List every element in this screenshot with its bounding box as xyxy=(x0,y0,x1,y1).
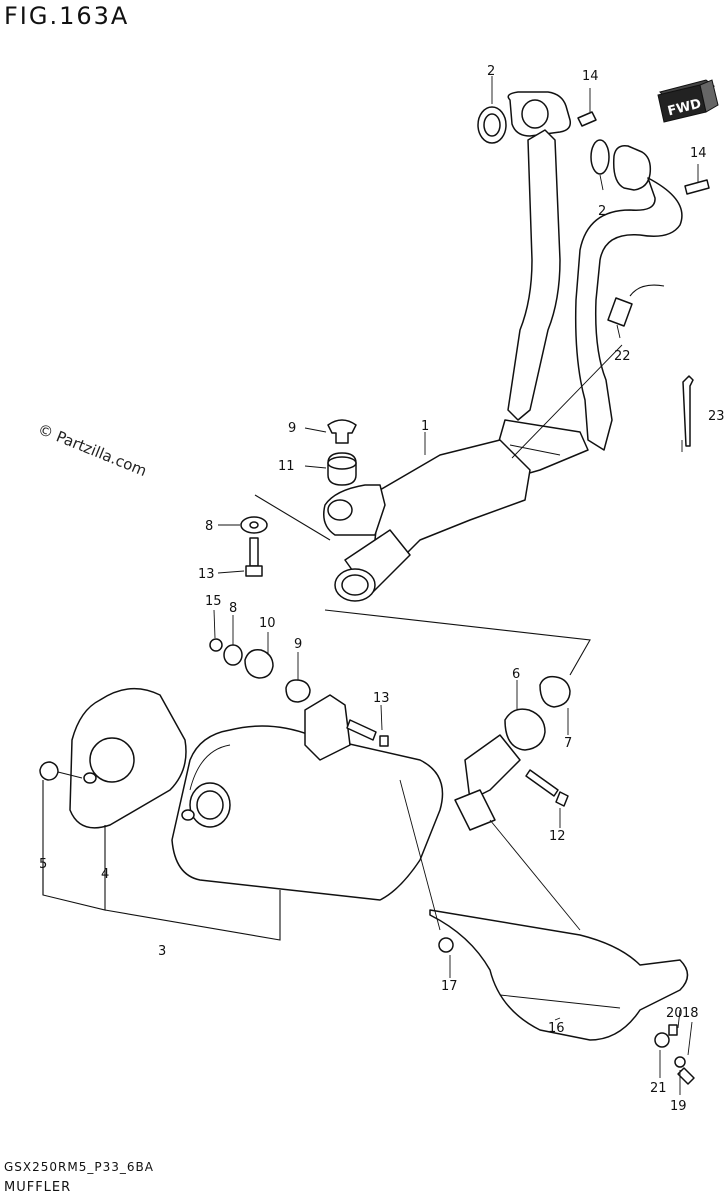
callout: 10 xyxy=(259,616,276,631)
callout: 4 xyxy=(101,867,109,882)
callout: 15 xyxy=(205,594,222,609)
cable-tie xyxy=(682,375,694,447)
connector-pipe xyxy=(454,675,571,831)
drawing-code: GSX250RM5_P33_6BA xyxy=(4,1160,154,1174)
upper-mount-hardware xyxy=(240,419,357,577)
callout-numbers: 2 14 2 14 22 23 9 11 1 8 13 15 8 10 9 6 … xyxy=(39,64,725,1114)
figure-caption: MUFFLER xyxy=(4,1180,72,1195)
callout: 8 xyxy=(229,601,237,616)
callout: 11 xyxy=(278,459,295,474)
catalyst-body xyxy=(254,439,591,676)
bolts xyxy=(379,111,710,807)
callout: 21 xyxy=(650,1081,667,1096)
callout: 5 xyxy=(39,857,47,872)
callout: 12 xyxy=(549,829,566,844)
exhaust-pipe-assembly xyxy=(477,91,683,481)
callout: 14 xyxy=(582,69,599,84)
callout: 9 xyxy=(288,421,296,436)
forward-direction-badge: FWD xyxy=(657,79,719,123)
callout: 19 xyxy=(670,1099,687,1114)
callout: 8 xyxy=(205,519,213,534)
callout: 23 xyxy=(708,409,725,424)
callout: 16 xyxy=(548,1021,565,1036)
callout: 14 xyxy=(690,146,707,161)
callout: 13 xyxy=(373,691,390,706)
heat-shield xyxy=(429,909,695,1085)
muffler-end-cap xyxy=(39,687,187,829)
callout: 2 xyxy=(487,64,495,79)
callout: 1 xyxy=(421,419,429,434)
callout: 22 xyxy=(614,349,631,364)
callout: 2 xyxy=(598,204,606,219)
callout: 6 xyxy=(512,667,520,682)
callout: 18 xyxy=(682,1006,699,1021)
callout: 3 xyxy=(158,944,166,959)
callout: 13 xyxy=(198,567,215,582)
callout: 9 xyxy=(294,637,302,652)
figure-title: FIG.163A xyxy=(4,2,130,30)
callout: 17 xyxy=(441,979,458,994)
leader-lines xyxy=(42,76,699,1095)
muffler-body xyxy=(171,694,444,901)
callout: 7 xyxy=(564,736,572,751)
callout: 20 xyxy=(666,1006,683,1021)
